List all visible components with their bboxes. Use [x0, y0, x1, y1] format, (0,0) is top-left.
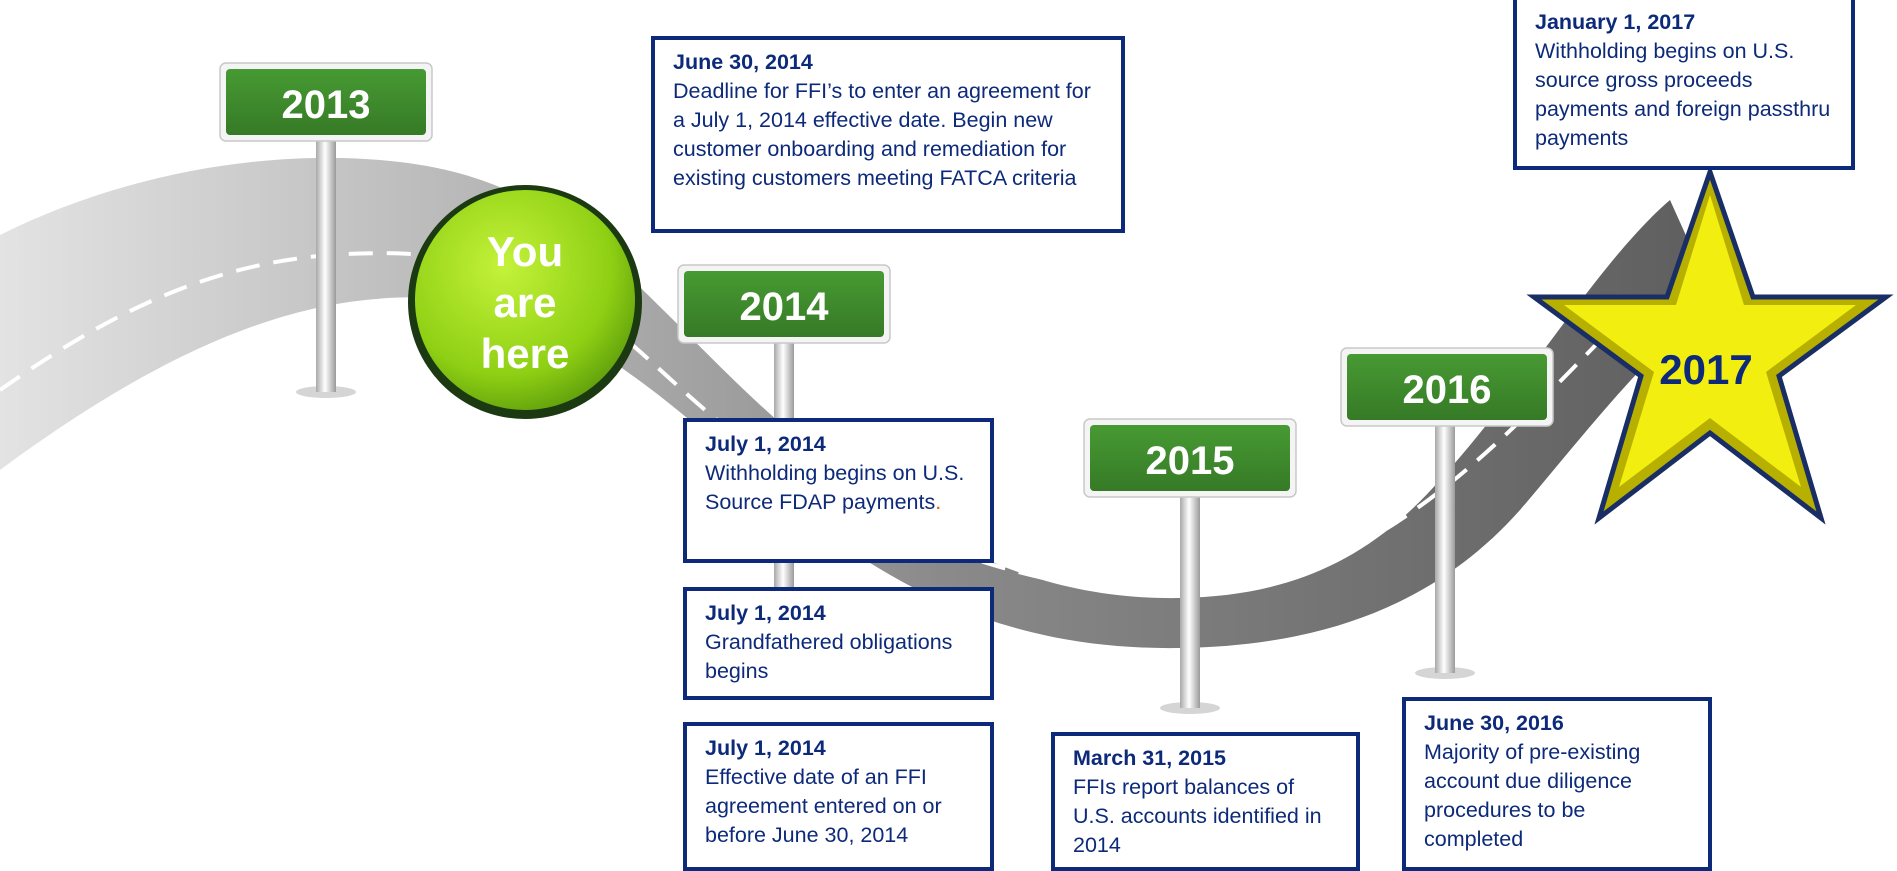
- event-text: Deadline for FFI’s to enter an agreement…: [673, 79, 1091, 190]
- event-text: Withholding begins on U.S. source gross …: [1535, 39, 1831, 150]
- event-date: March 31, 2015: [1073, 746, 1226, 770]
- event-date: June 30, 2014: [673, 50, 813, 74]
- event-text: Effective date of an FFI agreement enter…: [705, 765, 942, 847]
- sign-pole: [1180, 478, 1200, 708]
- sign-label-2015: 2015: [1146, 439, 1235, 483]
- event-box-mar2015: March 31, 2015 FFIs report balances of U…: [1051, 732, 1360, 871]
- event-date: January 1, 2017: [1535, 10, 1696, 34]
- event-box-jul2014-grandfathered: July 1, 2014 Grandfathered obligations b…: [683, 587, 994, 700]
- sign-board: [684, 271, 884, 337]
- marker-line-1: You: [487, 228, 563, 275]
- event-date: July 1, 2014: [705, 736, 826, 760]
- sign-label-2016: 2016: [1403, 368, 1492, 412]
- event-text: FFIs report balances of U.S. accounts id…: [1073, 775, 1322, 857]
- event-box-jun2016: June 30, 2016 Majority of pre-existing a…: [1402, 697, 1712, 871]
- event-box-jan2017: January 1, 2017 Withholding begins on U.…: [1513, 0, 1855, 170]
- sign-2013: 2013: [219, 62, 433, 398]
- event-text-trailing: .: [935, 490, 942, 514]
- event-box-jun2014: June 30, 2014 Deadline for FFI’s to ente…: [651, 36, 1125, 233]
- event-date: July 1, 2014: [705, 601, 826, 625]
- sign-2015: 2015: [1083, 418, 1297, 714]
- marker-disc: [415, 190, 635, 410]
- sign-board: [1347, 354, 1547, 420]
- sign-pole: [316, 136, 336, 392]
- sign-board: [226, 69, 426, 135]
- star-shape: [1564, 195, 1856, 487]
- you-are-here-marker: You are here: [408, 185, 642, 419]
- event-text: Grandfathered obligations begins: [705, 630, 953, 683]
- sign-pole: [1435, 408, 1455, 673]
- sign-board: [1090, 425, 1290, 491]
- sign-label-2013: 2013: [282, 83, 371, 127]
- marker-line-2: are: [493, 279, 556, 326]
- star-label: 2017: [1659, 346, 1752, 393]
- event-text: Majority of pre-existing account due dil…: [1424, 740, 1641, 851]
- event-text-main: Withholding begins on U.S. Source FDAP p…: [705, 461, 965, 514]
- star-2017: 2017: [1526, 164, 1894, 525]
- event-box-jul2014-effective: July 1, 2014 Effective date of an FFI ag…: [683, 722, 994, 871]
- sign-2016: 2016: [1340, 347, 1554, 679]
- event-text: Withholding begins on U.S. Source FDAP p…: [705, 459, 972, 517]
- sign-label-2014: 2014: [740, 285, 830, 329]
- event-date: June 30, 2016: [1424, 711, 1564, 735]
- event-date: July 1, 2014: [705, 432, 826, 456]
- event-box-jul2014-withholding: July 1, 2014 Withholding begins on U.S. …: [683, 418, 994, 563]
- marker-line-3: here: [481, 330, 570, 377]
